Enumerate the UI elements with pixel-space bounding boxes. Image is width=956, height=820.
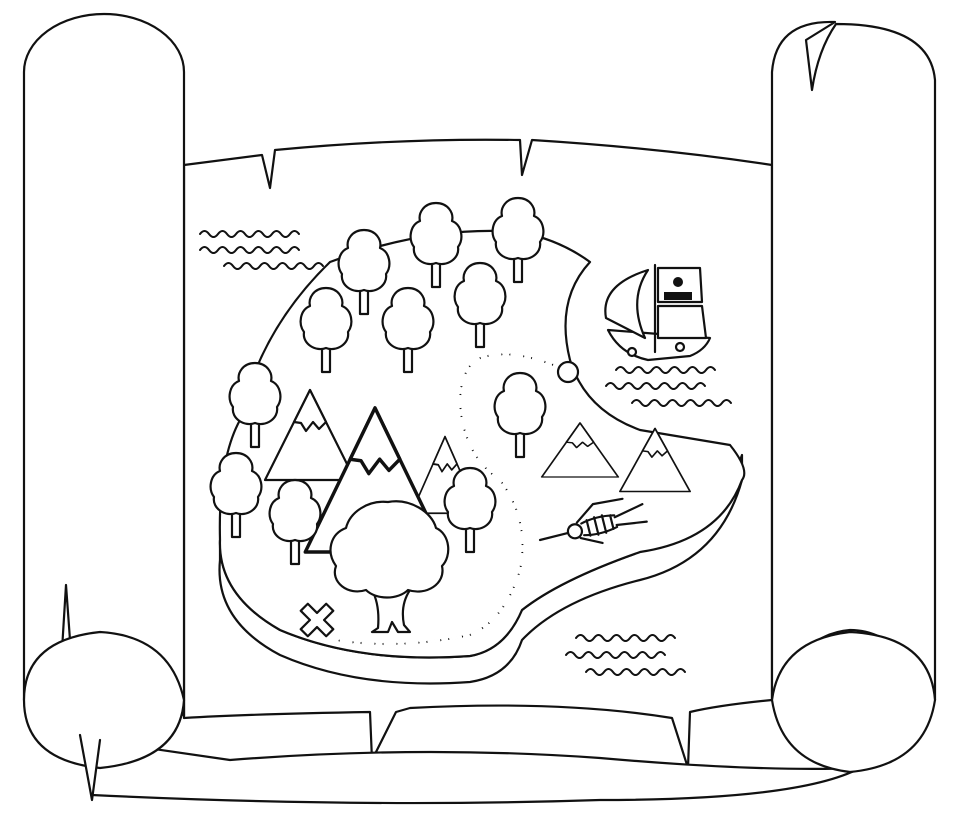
path-start-circle — [556, 360, 580, 384]
big-tree-icon — [329, 500, 450, 634]
dashed-path — [333, 352, 580, 646]
pirate-ship-icon — [604, 263, 712, 362]
skeleton-icon — [538, 497, 648, 545]
x-mark-icon — [299, 602, 335, 638]
